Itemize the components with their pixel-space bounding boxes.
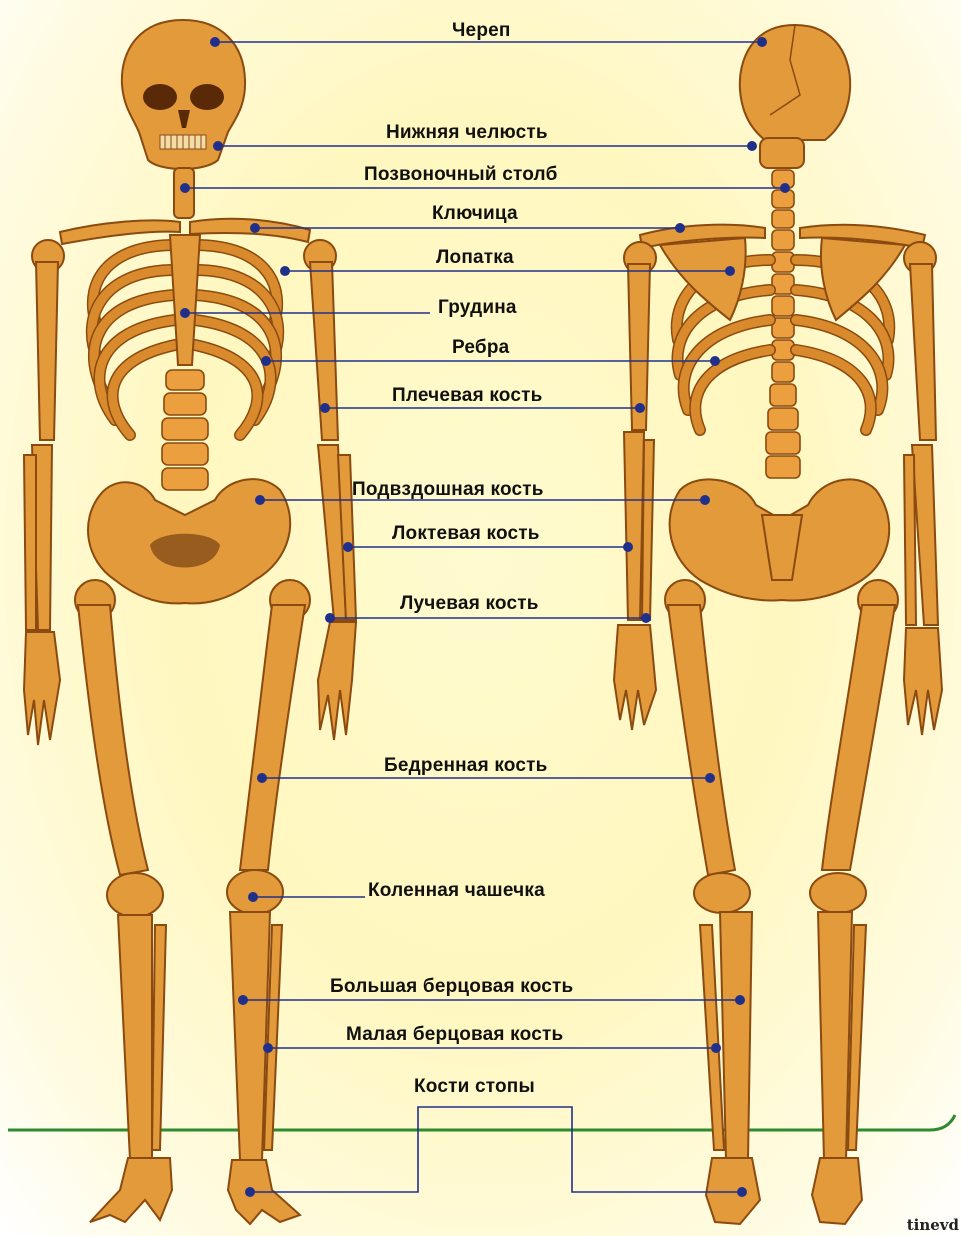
label-clavicle: Ключица (432, 203, 518, 225)
front-patella (227, 870, 283, 914)
label-foot: Кости стопы (414, 1076, 535, 1098)
front-femur-left (78, 605, 148, 875)
label-scapula: Лопатка (436, 247, 514, 269)
label-sternum: Грудина (438, 297, 517, 319)
label-ilium: Подвздошная кость (352, 479, 544, 501)
back-femur-right (822, 605, 895, 870)
back-tibia (720, 912, 752, 1160)
front-humerus-right (310, 262, 338, 440)
back-femur-left (668, 605, 735, 875)
label-ribs: Ребра (452, 337, 509, 359)
label-mandible: Нижняя челюсть (386, 122, 548, 144)
label-humerus: Плечевая кость (392, 385, 543, 407)
back-skeleton (614, 25, 942, 1224)
front-lumbar (162, 370, 208, 490)
label-ulna: Локтевая кость (392, 523, 540, 545)
back-ulna (624, 432, 644, 620)
label-patella: Коленная чашечка (368, 880, 545, 902)
front-humerus-left (36, 262, 58, 440)
label-spine: Позвоночный столб (364, 164, 558, 186)
label-fibula: Малая берцовая кость (346, 1024, 563, 1046)
back-foot (706, 1158, 760, 1224)
label-tibia: Большая берцовая кость (330, 976, 573, 998)
watermark: tinevd (907, 1216, 959, 1234)
label-femur: Бедренная кость (384, 755, 548, 777)
label-radius: Лучевая кость (400, 593, 539, 615)
front-skeleton (24, 20, 356, 1224)
label-skull: Череп (452, 20, 511, 42)
front-femur-right (240, 605, 305, 870)
back-humerus-right (910, 264, 936, 440)
